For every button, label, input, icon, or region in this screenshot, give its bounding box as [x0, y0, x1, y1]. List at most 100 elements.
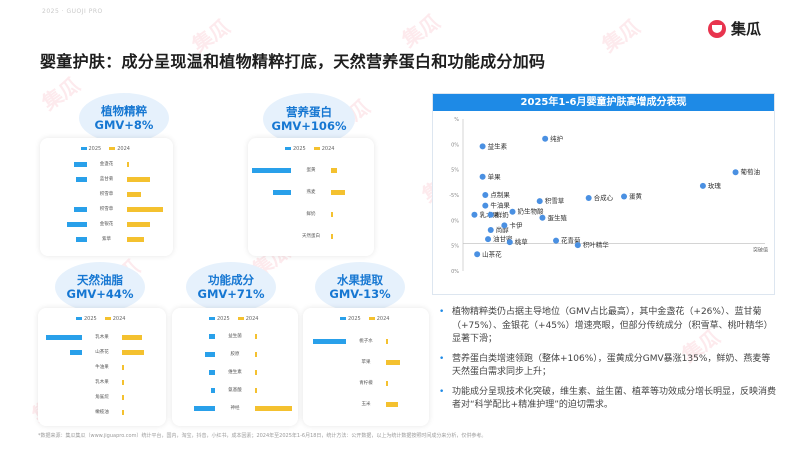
bar-2025: [209, 334, 215, 339]
bar-row-label: 金盏花: [99, 162, 114, 167]
scatter-point: [574, 242, 581, 249]
source-note: *数据来源：集瓜集瓜（www.jiguapro.com）统计平台，国内，淘宝，抖…: [38, 433, 487, 439]
bar-row-label: 青柠檬: [359, 381, 373, 386]
bar-2024: [122, 395, 124, 400]
bar-row-label: 桃子水: [359, 339, 373, 344]
y-tick-label: 0%: [451, 142, 459, 148]
bar-2025: [73, 207, 87, 212]
scatter-point: [536, 198, 543, 205]
bar-row-label: 橄榄油: [95, 410, 109, 415]
panel-card-fruit: [303, 308, 429, 426]
panel-name: 水果提取: [337, 272, 383, 287]
scatter-plot-svg: %0%5%-5%0%5%0%突破值纯护益生素单果点制果牛油果乳木果鲜奶积雪草合成…: [449, 117, 768, 275]
y-tick-label: 5%: [451, 244, 459, 250]
bar-row-label: 乳木果: [95, 335, 109, 340]
bar-2025: [273, 190, 291, 195]
point-label: 奶生物酸: [518, 207, 545, 216]
legend-2024: 2024: [109, 146, 130, 152]
x-axis-end-label: 突破值: [753, 247, 768, 254]
point-label: 纯护: [550, 134, 563, 143]
legend-2025: 2025: [285, 146, 306, 152]
point-label: 单果: [488, 172, 502, 181]
bar-row-label: 鲜奶: [306, 212, 316, 217]
bar-2024: [255, 388, 257, 393]
bar-2025: [70, 350, 82, 355]
point-label: 牛油果: [490, 201, 510, 210]
bullet-dot-icon: •: [439, 386, 445, 397]
bar-2025: [75, 177, 87, 182]
scatter-point: [621, 193, 628, 200]
scatter-point: [487, 226, 494, 233]
chart-title: 2025年1-6月婴童护肤高增成分表现: [433, 94, 774, 111]
bullet-text: 植物精粹类仍占据主导地位（GMV占比最高），其中金盏花（+26%）、蓝甘菊（+7…: [452, 307, 773, 344]
bullet-text: 功能成分呈现技术化突破，维生素、益生菌、植萃等功效成分增长明显，反映消费者对“科…: [452, 386, 777, 411]
bar-row-label: 牛油果: [95, 365, 109, 370]
bar-row-label: 益生菌: [228, 334, 242, 339]
scatter-point: [482, 192, 489, 198]
bullet-item: • 功能成分呈现技术化突破，维生素、益生菌、植萃等功效成分增长明显，反映消费者对“…: [438, 386, 778, 413]
bar-2025: [211, 388, 215, 393]
y-tick-label: -5%: [449, 193, 459, 199]
point-label: 卡伊: [509, 220, 523, 229]
point-label: 合成心: [594, 193, 614, 202]
panel-gmv: GMV+106%: [271, 119, 347, 133]
panel-name: 功能成分: [208, 272, 254, 287]
scatter-point: [542, 135, 549, 142]
scatter-point: [471, 211, 478, 218]
logo: 集瓜: [707, 18, 761, 39]
scatter-point: [732, 169, 739, 176]
watermark-text: 集瓜: [37, 72, 85, 116]
point-label: 花青菊: [561, 236, 581, 245]
scatter-point: [553, 237, 560, 244]
bar-row-label: 氨基酸: [228, 388, 242, 393]
scatter-point: [585, 195, 592, 202]
bar-2024: [331, 190, 345, 195]
scatter-point: [482, 202, 489, 209]
bar-2024: [331, 234, 333, 239]
legend-2024: 2024: [237, 316, 258, 322]
bar-2024: [122, 350, 144, 355]
bar-2025: [75, 237, 87, 242]
brand-small-text: 2025 · GUOJI PRO: [42, 8, 103, 15]
scatter-point: [509, 208, 516, 215]
scatter-point: [501, 222, 508, 229]
y-tick-label: %: [454, 117, 459, 123]
bar-row-label: 玉米: [361, 402, 371, 407]
legend-2025: 2025: [340, 316, 361, 322]
bar-2024: [255, 334, 257, 339]
point-label: 油甘密: [493, 234, 513, 243]
bar-2025: [73, 162, 87, 167]
scatter-chart: 2025年1-6月婴童护肤高增成分表现 %0%5%-5%0%5%0%突破值纯护益…: [432, 93, 775, 295]
bar-2025: [209, 370, 215, 375]
bar-2024: [126, 192, 142, 197]
logo-icon: [707, 19, 726, 38]
bar-row-label: 角鲨烷: [95, 395, 109, 400]
point-label: 积叶精华: [583, 240, 610, 249]
bar-row-label: 蓝甘菊: [99, 177, 114, 182]
panel-name: 天然油脂: [77, 272, 123, 287]
panel-name: 植物精粹: [101, 103, 147, 118]
bar-2024: [126, 177, 150, 182]
point-label: 桃草: [515, 237, 529, 246]
scatter-point: [474, 251, 481, 258]
bar-2024: [255, 406, 293, 411]
point-label: 玫瑰: [708, 181, 722, 190]
point-label: 尚醇: [496, 225, 510, 234]
bar-row-label: 金银花: [99, 222, 114, 227]
scatter-point: [539, 214, 546, 221]
legend-2025: 2025: [76, 316, 97, 322]
bar-2024: [255, 352, 257, 357]
bar-2024: [126, 207, 163, 212]
bar-2025: [193, 406, 215, 411]
point-label: 蛋黄: [629, 192, 643, 201]
bar-2025: [46, 335, 82, 340]
panel-gmv: GMV-13%: [329, 287, 391, 301]
panel-card-protein: [248, 138, 374, 256]
y-tick-label: 0%: [451, 218, 459, 224]
panel-card-oil: [38, 308, 166, 426]
bar-2024: [126, 162, 129, 167]
